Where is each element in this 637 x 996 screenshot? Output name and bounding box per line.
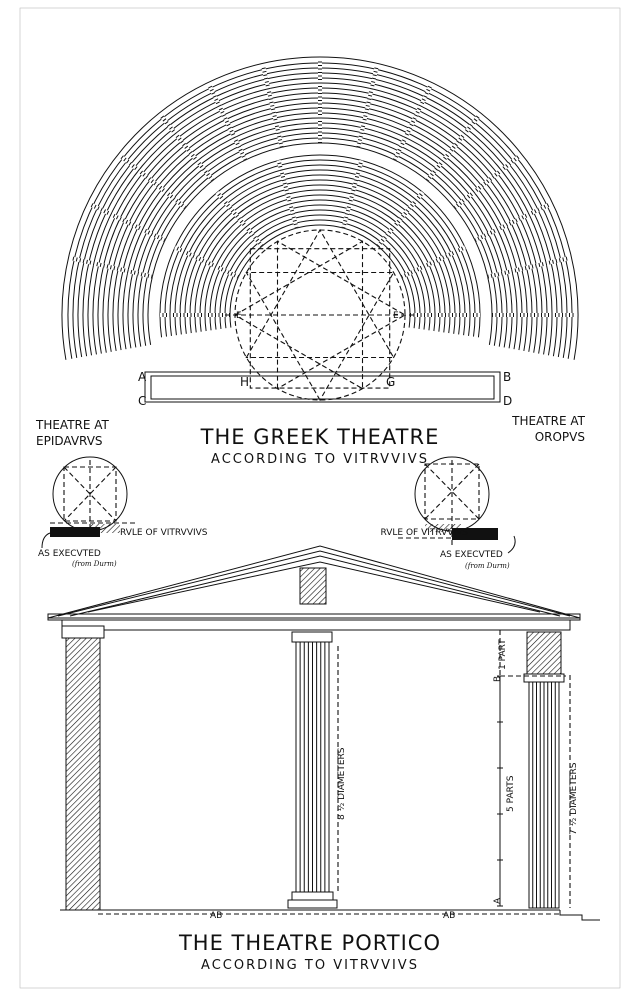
right-column [523, 631, 565, 909]
staircase [215, 191, 264, 248]
seat-row [147, 142, 493, 345]
epidaurus-title-1: THEATRE AT [35, 418, 110, 432]
oropus-executed: AS EXECVTED [440, 550, 503, 560]
staircase-steps [425, 113, 482, 182]
pediment [47, 545, 581, 631]
staircase-steps [174, 245, 240, 279]
stage-building [144, 371, 501, 403]
staircase-steps [276, 159, 299, 229]
staircase-steps [392, 83, 433, 161]
staircase-steps [453, 153, 522, 210]
inscribed-triangle [245, 228, 395, 359]
seat-row [229, 224, 411, 328]
oropus-rule: RVLE OF VITRVVIVS [380, 528, 468, 538]
seat-row [209, 204, 431, 331]
seat-row [219, 214, 421, 329]
one-part-label: 1 PART [498, 639, 508, 670]
inscribed-triangle [245, 271, 395, 402]
ab-right: AB [443, 911, 455, 921]
oropus-title-1: THEATRE AT [511, 414, 586, 428]
part-ticks [497, 675, 503, 907]
epidaurus-executed: AS EXECVTED [38, 549, 101, 559]
staircase-steps [118, 153, 187, 210]
oropus-diagram [398, 456, 516, 554]
seat-row [164, 159, 476, 337]
right-dim-label: 7 ½ DIAMETERS [569, 762, 579, 835]
seat-row [214, 209, 426, 330]
staircase-steps [88, 202, 166, 243]
staircase-steps [341, 159, 364, 229]
staircase-steps [69, 256, 153, 279]
dimension-lines [60, 630, 600, 921]
seat-row [174, 169, 466, 336]
oropus-source: (from Durm) [465, 562, 510, 570]
epidaurus-rule: RVLE OF VITRVVIVS [120, 528, 208, 538]
staircase-steps [487, 256, 571, 279]
greek-theatre-plan [61, 56, 579, 402]
staircase-steps [158, 113, 215, 182]
label-a-portico: A [493, 897, 503, 904]
portico-subtitle: ACCORDING TO VITRVVIVS [201, 958, 419, 973]
label-d: D [503, 394, 512, 408]
label-g: G [386, 375, 395, 389]
seat-row [189, 184, 451, 334]
label-a: A [138, 370, 147, 384]
staircase-steps [207, 83, 248, 161]
epidaurus-diagram [41, 456, 138, 549]
seat-row [199, 194, 441, 332]
label-h: H [240, 375, 249, 389]
seat-row [184, 179, 456, 334]
label-b-portico: B [493, 676, 503, 682]
greek-theatre-subtitle: ACCORDING TO VITRVVIVS [211, 452, 429, 467]
oropus-title-2: OROPVS [535, 430, 585, 444]
plate-border [19, 7, 621, 989]
parts-label: 5 PARTS [506, 775, 516, 812]
seat-row [194, 189, 446, 333]
seat-row [169, 164, 471, 336]
outer-wall [61, 56, 579, 360]
portico-title: THE THEATRE PORTICO [178, 931, 441, 955]
center-column [287, 631, 338, 909]
center-dim-label: 8 ½ DIAMETERS [337, 747, 347, 820]
seat-row [179, 174, 461, 335]
ab-left: AB [210, 911, 222, 921]
staircase-steps [261, 64, 284, 148]
seat-row [204, 199, 436, 332]
epidaurus-source: (from Durm) [72, 560, 117, 568]
greek-theatre-title: THE GREEK THEATRE [200, 425, 440, 449]
label-c: C [138, 394, 146, 408]
seat-row [159, 154, 481, 338]
label-e: E [236, 311, 242, 321]
inscribed-square [249, 248, 391, 389]
staircase-steps [400, 245, 466, 279]
staircase-steps [356, 64, 379, 148]
epidaurus-title-2: EPIDAVRVS [36, 434, 103, 448]
staircase-steps [474, 202, 552, 243]
label-b: B [503, 370, 511, 384]
label-f: E [393, 311, 399, 321]
staircase-steps [376, 191, 425, 248]
left-pier [61, 625, 105, 911]
seat-row [224, 219, 416, 329]
